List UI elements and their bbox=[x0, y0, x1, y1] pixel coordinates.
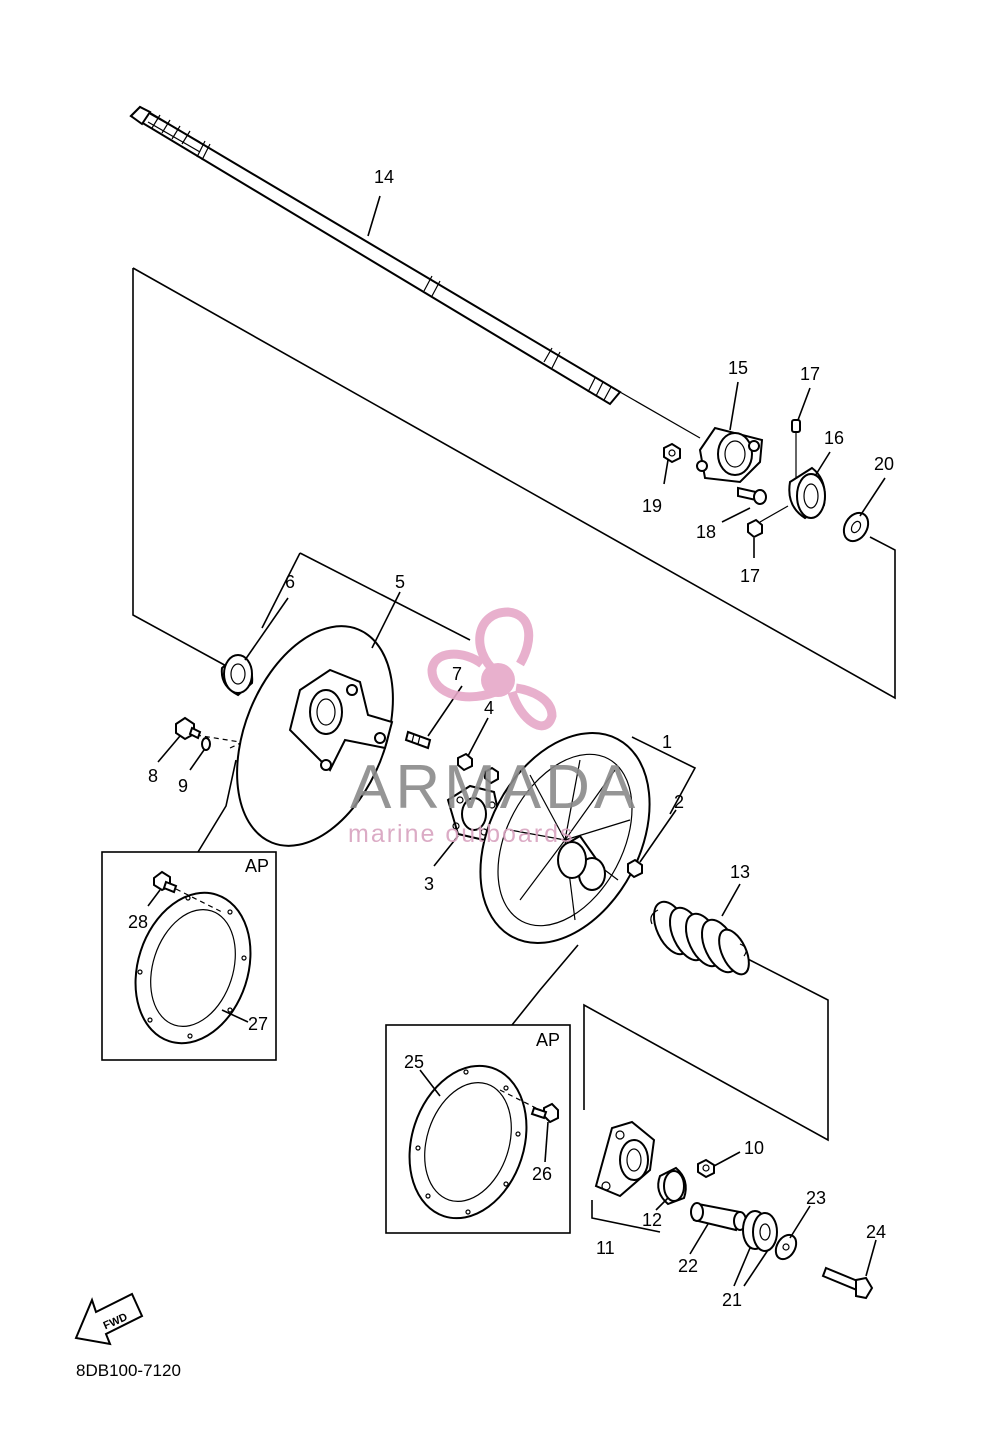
ap-label-left: AP bbox=[245, 856, 269, 876]
washer-23 bbox=[774, 1233, 798, 1261]
label-part-1: 1 bbox=[662, 732, 672, 752]
label-part-9: 9 bbox=[178, 776, 188, 796]
label-part-3: 3 bbox=[424, 874, 434, 894]
pin-7 bbox=[404, 730, 432, 750]
label-part-10: 10 bbox=[744, 1138, 764, 1158]
washer-9 bbox=[201, 737, 211, 751]
watermark-tagline: marine outboards bbox=[348, 820, 575, 848]
spacer-21 bbox=[742, 1210, 778, 1252]
watermark-brand: ARMADA bbox=[350, 753, 639, 822]
ap-label-right: AP bbox=[536, 1030, 560, 1050]
label-part-13: 13 bbox=[730, 862, 750, 882]
label-part-27: 27 bbox=[248, 1014, 268, 1034]
bolt-8 bbox=[175, 716, 202, 741]
bearing-16 bbox=[788, 466, 826, 520]
nut-10 bbox=[697, 1158, 715, 1179]
bolt-18 bbox=[737, 486, 767, 505]
label-part-24: 24 bbox=[866, 1222, 886, 1242]
label-part-16: 16 bbox=[824, 428, 844, 448]
drive-shaft bbox=[129, 105, 701, 439]
bearing-housing bbox=[696, 426, 764, 484]
label-part-19: 19 bbox=[642, 496, 662, 516]
label-part-4: 4 bbox=[484, 698, 494, 718]
grub-screw-17b bbox=[747, 505, 789, 539]
label-part-15: 15 bbox=[728, 358, 748, 378]
grub-screw-17a bbox=[791, 419, 801, 478]
propeller-logo-icon bbox=[427, 607, 557, 731]
watermark: ARMADA marine outboards bbox=[348, 607, 639, 848]
label-part-26: 26 bbox=[532, 1164, 552, 1184]
cam-11 bbox=[594, 1120, 656, 1198]
label-part-20: 20 bbox=[874, 454, 894, 474]
label-part-23: 23 bbox=[806, 1188, 826, 1208]
label-part-7: 7 bbox=[452, 664, 462, 684]
label-part-2: 2 bbox=[674, 792, 684, 812]
label-part-14: 14 bbox=[374, 167, 394, 187]
part-labels: 14 15 17 16 20 19 18 17 6 5 7 4 1 8 9 2 … bbox=[128, 167, 894, 1310]
label-part-21: 21 bbox=[722, 1290, 742, 1310]
label-part-6: 6 bbox=[285, 572, 295, 592]
forward-arrow-icon: FWD bbox=[74, 1292, 144, 1346]
bolt-24 bbox=[821, 1266, 874, 1300]
ap-box-right bbox=[385, 1024, 571, 1234]
label-part-18: 18 bbox=[696, 522, 716, 542]
diagram-code: 8DB100-7120 bbox=[76, 1361, 181, 1380]
guide-lines bbox=[132, 267, 896, 1233]
spring-13 bbox=[650, 900, 750, 976]
screw-4 bbox=[457, 752, 499, 785]
washer-20 bbox=[842, 511, 870, 543]
screw-2 bbox=[627, 858, 643, 879]
plate-3 bbox=[446, 784, 502, 842]
ap-box-left bbox=[101, 851, 277, 1061]
bushing-12 bbox=[657, 1166, 687, 1206]
label-part-8: 8 bbox=[148, 766, 158, 786]
label-part-17b: 17 bbox=[740, 566, 760, 586]
label-part-5: 5 bbox=[395, 572, 405, 592]
label-part-22: 22 bbox=[678, 1256, 698, 1276]
collar-6 bbox=[220, 654, 254, 697]
sheave-1 bbox=[479, 732, 651, 944]
nut-19 bbox=[663, 442, 681, 464]
label-part-28: 28 bbox=[128, 912, 148, 932]
label-part-11: 11 bbox=[596, 1238, 615, 1258]
label-part-25: 25 bbox=[404, 1052, 424, 1072]
label-part-17a: 17 bbox=[800, 364, 820, 384]
label-part-12: 12 bbox=[642, 1210, 662, 1230]
sheave-5 bbox=[236, 625, 394, 847]
sleeve-22 bbox=[690, 1202, 747, 1232]
